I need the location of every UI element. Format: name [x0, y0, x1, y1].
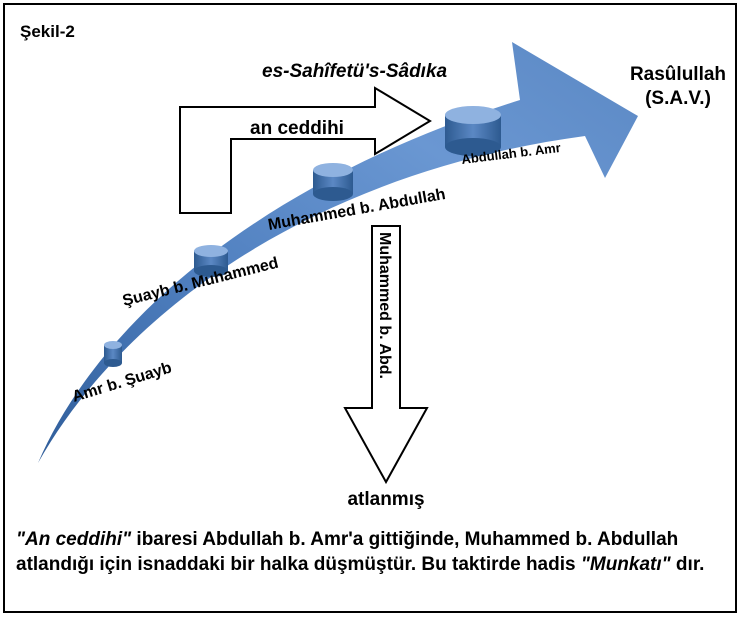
bypass-arrow [179, 86, 432, 214]
caption-quote-1: "An ceddihi" [16, 529, 132, 550]
narrator-node-1 [104, 341, 122, 367]
caption-quote-2: "Munkatı" [580, 554, 671, 575]
narrator-node-2 [194, 245, 228, 277]
narrator-node-3 [313, 163, 353, 201]
narrator-node-4 [445, 106, 501, 156]
skipped-arrow [343, 225, 429, 485]
caption: "An ceddihi" ibaresi Abdullah b. Amr'a g… [16, 527, 728, 577]
caption-text-1: ibaresi Abdullah b. Amr'a gittiğinde, Mu… [16, 529, 679, 575]
bypass-label: an ceddihi [250, 118, 344, 139]
skipped-arrow-label: Muhammed b. Abd. [376, 232, 393, 379]
caption-text-2: dır. [670, 554, 705, 575]
prophet-honorific: (S.A.V.) [645, 88, 711, 109]
skipped-label: atlanmış [347, 489, 424, 510]
figure-label: Şekil-2 [20, 22, 75, 41]
prophet-name: Rasûlullah [630, 64, 726, 85]
book-title: es-Sahîfetü's-Sâdıka [262, 61, 448, 82]
chain-arrow [38, 42, 638, 463]
